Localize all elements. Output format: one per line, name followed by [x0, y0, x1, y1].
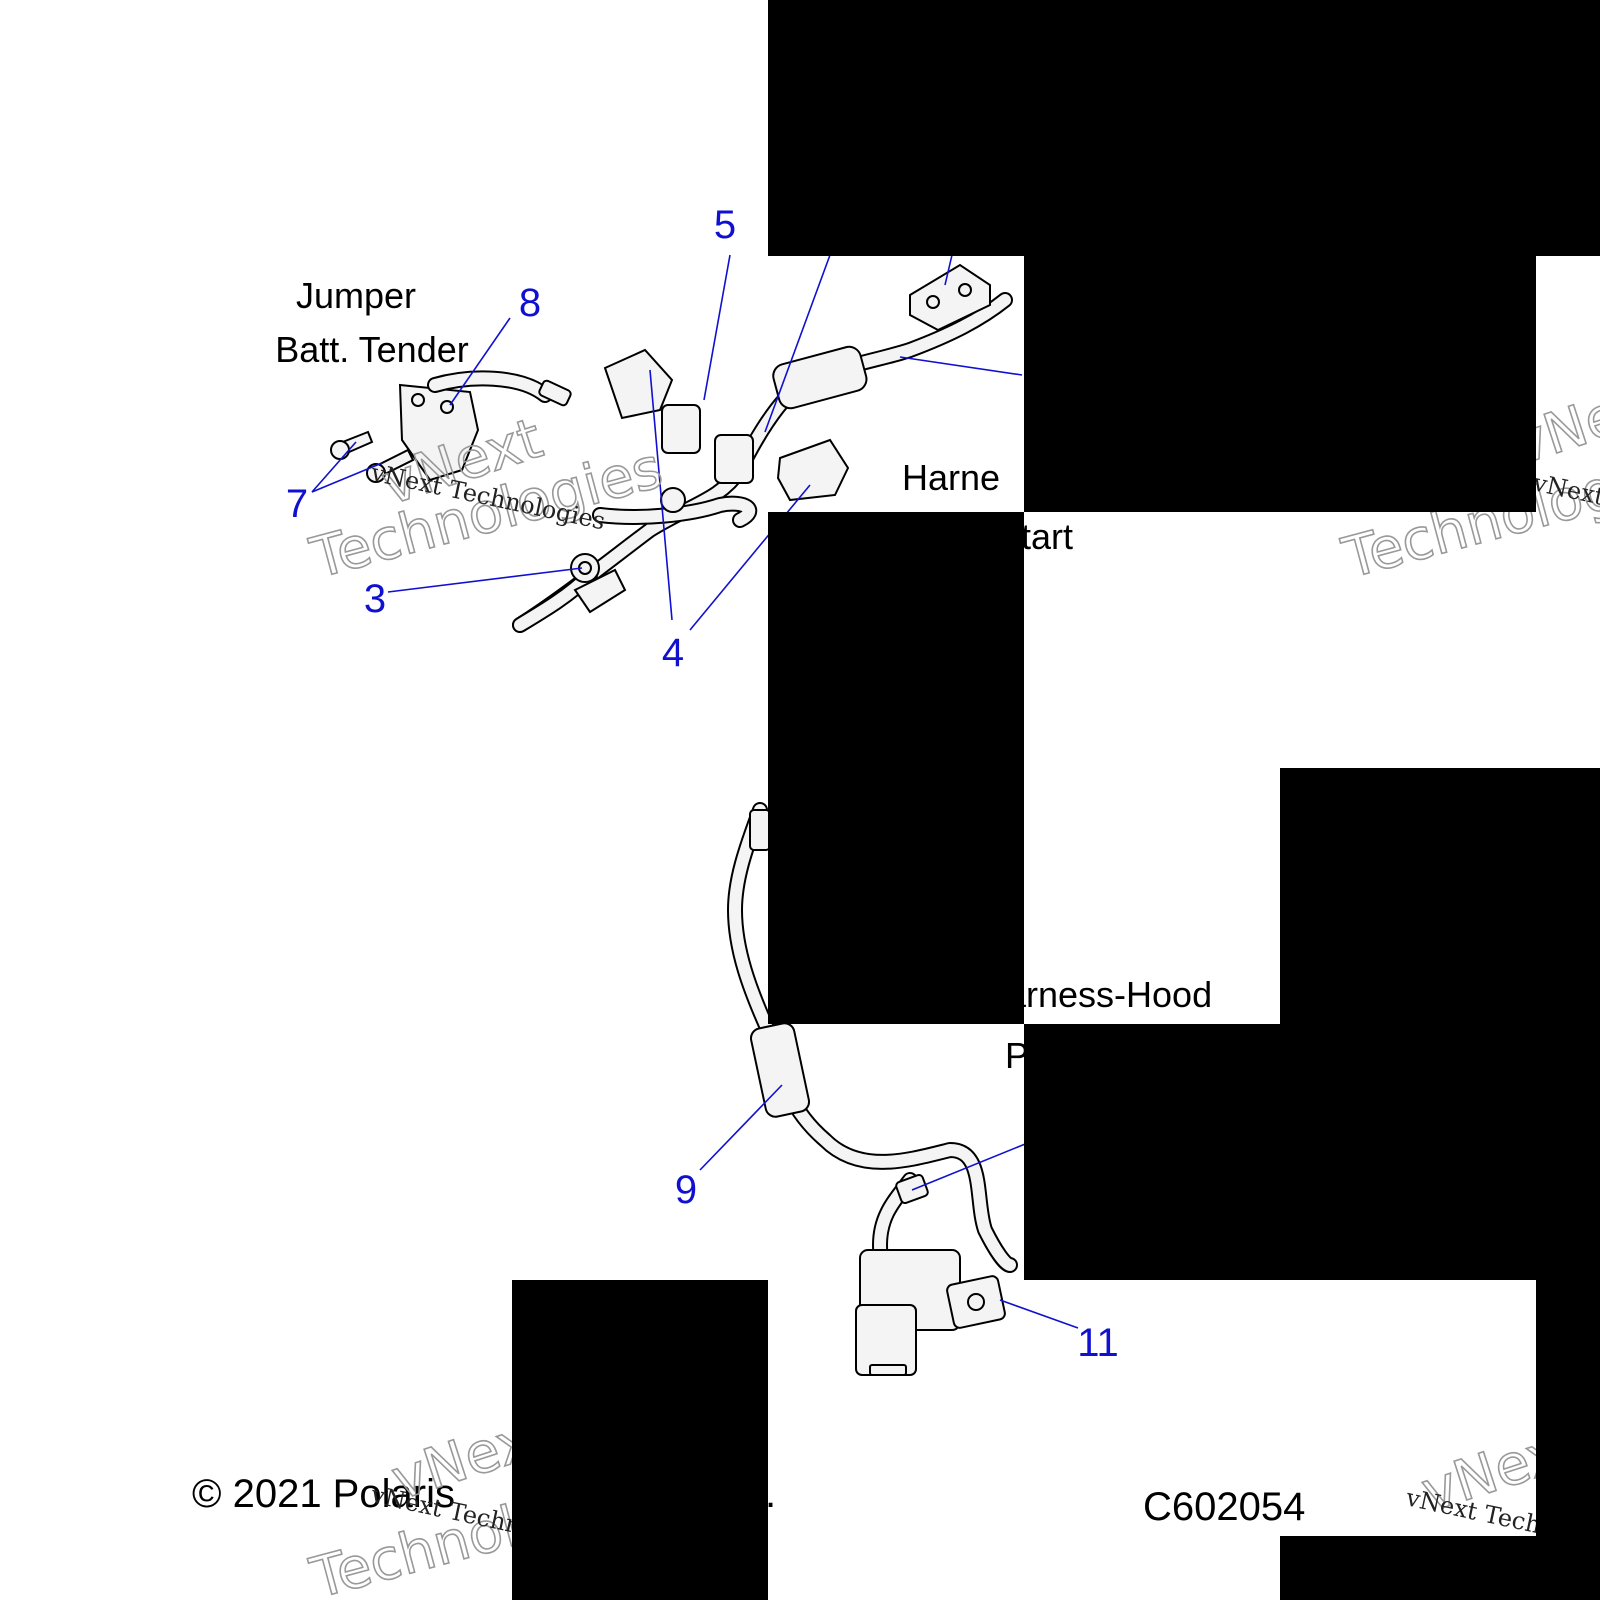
upper-harness-assembly [512, 263, 1013, 633]
label-harness-fragment: Harne [902, 457, 1000, 498]
callout-11: 11 [1077, 1321, 1119, 1365]
mask-upper-middle [1024, 256, 1536, 512]
footer: © 2021 Polaris . C602054 [192, 1472, 1305, 1529]
leader-lines [311, 254, 1079, 1329]
copyright-text: © 2021 Polaris [192, 1472, 455, 1516]
copyright-tail: . [765, 1472, 776, 1516]
diagram-code: C602054 [1143, 1485, 1305, 1529]
label-hood-fragment: arness-Hood [1006, 974, 1212, 1015]
callout-8: 8 [519, 281, 541, 325]
mask-bottom-center [512, 1280, 768, 1600]
mask-bottom-right-edge [1536, 1280, 1600, 1536]
callout-5: 5 [714, 203, 736, 247]
callout-3: 3 [364, 577, 386, 621]
callout-4: 4 [662, 631, 684, 675]
mask-lower-right [1024, 1024, 1600, 1280]
hood-harness-assembly [727, 802, 1018, 1376]
mask-bottom-right-corner [1280, 1536, 1600, 1600]
occlusion-masks [512, 0, 1600, 1600]
mask-top-right [768, 0, 1600, 256]
part-labels: Jumper Batt. Tender Harne start arness-H… [275, 275, 1212, 1076]
mask-center-column [768, 512, 1024, 1024]
callout-9: 9 [675, 1168, 697, 1212]
label-batt-tender: Batt. Tender [275, 329, 468, 370]
callout-numbers: 5 8 7 3 4 9 11 [286, 203, 1119, 1365]
label-jumper: Jumper [296, 275, 416, 316]
jumper-bracket-assembly [330, 370, 572, 483]
mask-right-middle [1280, 768, 1600, 1024]
callout-7: 7 [286, 482, 308, 526]
